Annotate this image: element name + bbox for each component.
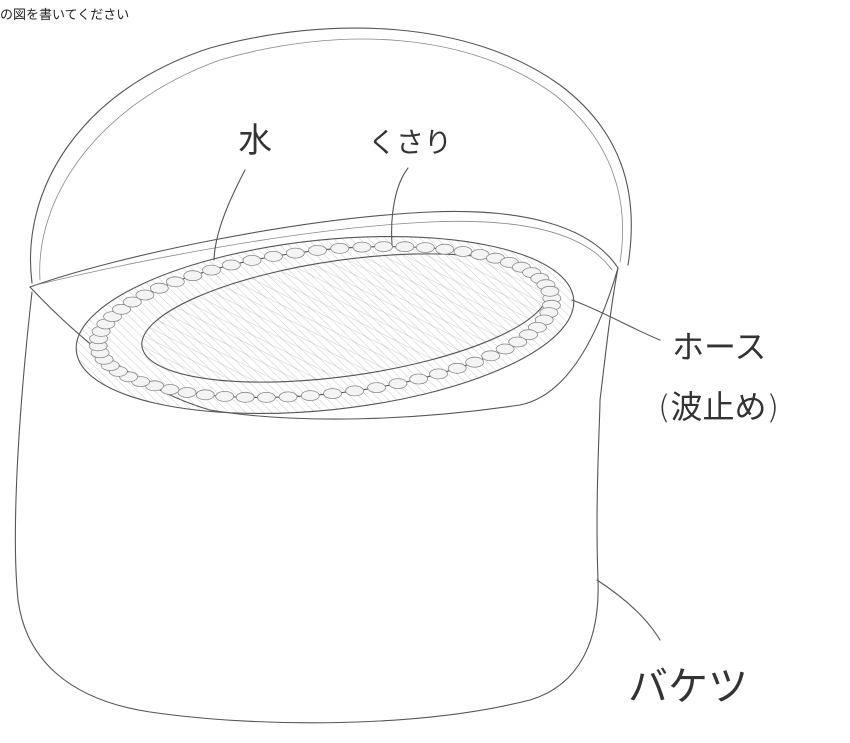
chain-link [149, 282, 169, 294]
chain-link [481, 350, 501, 362]
chain-links [88, 241, 562, 403]
chain-link [508, 336, 528, 348]
chain-link [345, 385, 365, 397]
chain-link [540, 285, 560, 297]
water-leader [213, 169, 246, 261]
label-water: 水 [238, 121, 272, 161]
chain-link [528, 321, 547, 333]
hose-leader [571, 299, 661, 341]
bucket-rim [29, 210, 619, 288]
bucket-leader [596, 579, 661, 641]
chain-link [135, 289, 155, 301]
chain-link [367, 382, 387, 394]
chain-link [352, 241, 372, 253]
chain-link [429, 368, 448, 380]
chain-link [435, 243, 455, 255]
chain-link [112, 303, 131, 315]
chain-link [388, 378, 408, 390]
chain-leader [391, 167, 409, 246]
chain-link [242, 254, 262, 266]
chain-link [235, 391, 255, 403]
chain-link [330, 242, 350, 254]
chain-link [323, 388, 342, 400]
lid-arc [30, 27, 632, 284]
chain-link [415, 242, 435, 254]
chain-link [165, 276, 185, 288]
bucket-body [14, 267, 619, 724]
chain-link [409, 373, 429, 385]
lid-arc-inner [39, 38, 623, 281]
prompt-text: の図を書いてください [0, 8, 130, 23]
chain-link [183, 270, 203, 282]
chain-link [453, 246, 473, 257]
chain-link [195, 389, 215, 401]
chain-link [263, 250, 283, 262]
chain-link [256, 391, 276, 403]
label-chain: くさり [368, 126, 452, 159]
chain-link [465, 356, 485, 368]
chain-link [447, 362, 467, 374]
chain-link [202, 264, 221, 276]
chain-link [215, 390, 235, 402]
chain-link [221, 259, 241, 271]
chain-link [395, 241, 415, 253]
label-hose-note: (波止め) [658, 388, 779, 426]
label-bucket: バケツ [628, 664, 748, 710]
chain-link [103, 311, 122, 323]
chain-link [300, 390, 320, 402]
chain-link [177, 387, 197, 398]
chain-link [308, 244, 327, 256]
chain-link [122, 296, 142, 308]
label-hose: ホース [672, 328, 766, 366]
chain-link [285, 247, 305, 259]
chain-link [519, 329, 538, 341]
chain-link [495, 343, 515, 355]
chain-link [278, 391, 298, 403]
chain-link [374, 241, 394, 253]
